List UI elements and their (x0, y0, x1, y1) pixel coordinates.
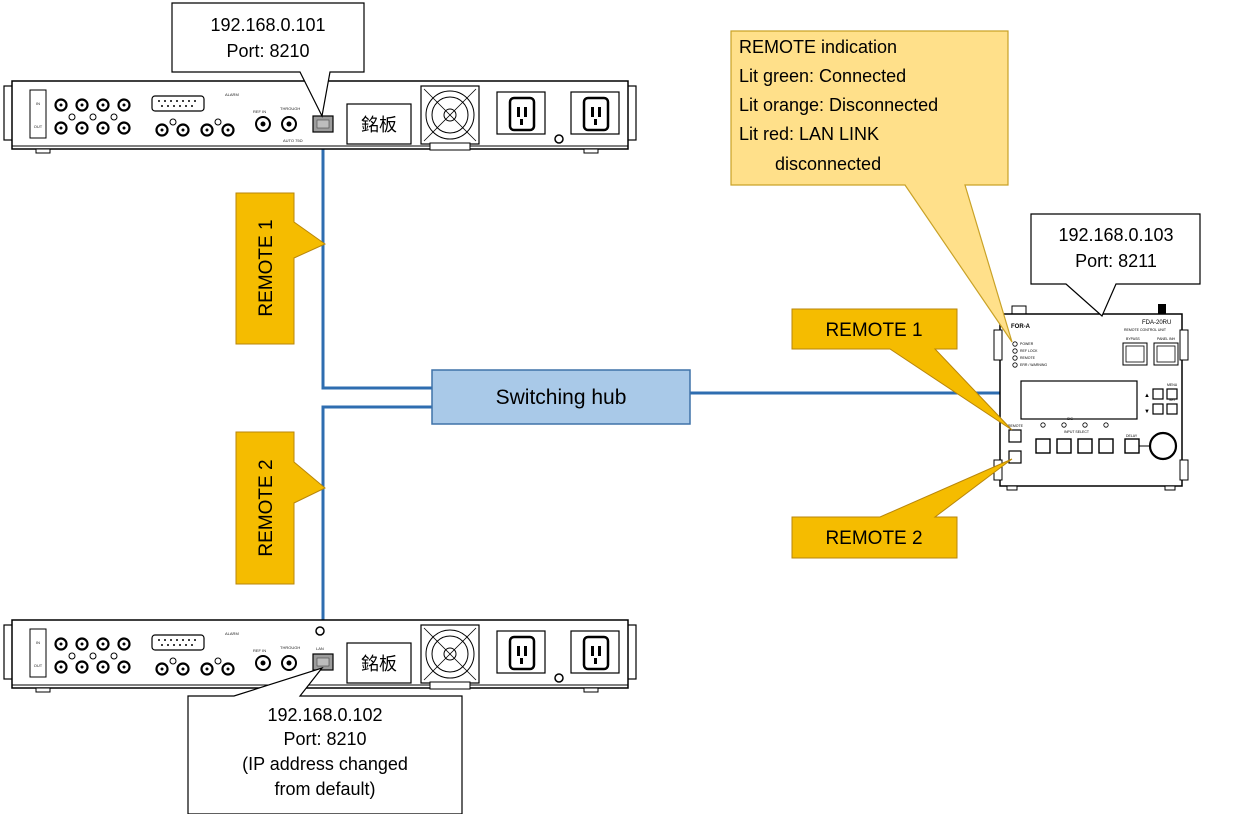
rack-device-1: IN OUT ALARM REF IN THROUGH AU (3, 80, 637, 154)
ground-screw-icon (554, 134, 564, 144)
up-button[interactable] (1152, 388, 1164, 400)
led-power (1012, 341, 1018, 347)
remote-unit-ip: 192.168.0.103 (1058, 225, 1173, 245)
model-label: FDA-20RU (1142, 320, 1171, 326)
svg-text:BYPASS: BYPASS (1126, 337, 1140, 341)
indication-line-2: Lit green: Connected (739, 66, 906, 86)
indication-line-5: disconnected (775, 154, 881, 174)
input-select-1-button[interactable] (1035, 438, 1051, 454)
remote-1-vertical-text: REMOTE 1 (256, 219, 277, 316)
ac-inlet-icon (570, 91, 620, 135)
svg-text:ERR / WARNING: ERR / WARNING (1020, 363, 1047, 367)
svg-text:POWER: POWER (1020, 342, 1034, 346)
svg-text:THROUGH: THROUGH (280, 645, 300, 650)
ip-callout-remote-unit: 192.168.0.103 Port: 8211 (1030, 213, 1201, 317)
svg-text:IN: IN (36, 640, 40, 645)
remote-indication-callout: REMOTE indication Lit green: Connected L… (730, 30, 1013, 343)
svg-text:IN: IN (36, 101, 40, 106)
svg-text:MENU: MENU (1167, 383, 1178, 387)
cable-device1-hub (321, 140, 432, 390)
svg-text:REF IN: REF IN (253, 648, 266, 653)
hub-label: Switching hub (496, 386, 627, 409)
svg-text:ALARM: ALARM (225, 631, 239, 636)
input-select-3-button[interactable] (1077, 438, 1093, 454)
nameplate-text: 銘板 (361, 115, 397, 135)
down-button[interactable] (1152, 403, 1164, 415)
nameplate-device-1 (346, 103, 412, 145)
led-ref-lock (1012, 348, 1018, 354)
svg-text:SIG: SIG (1067, 417, 1073, 421)
svg-text:THROUGH: THROUGH (280, 106, 300, 111)
remote-2-callout: REMOTE 2 (791, 458, 1013, 559)
fan-icon (420, 85, 480, 151)
remote-2-vertical-label: REMOTE 2 (235, 431, 326, 585)
device2-note-line2: from default) (274, 779, 375, 799)
ac-inlet-icon (570, 630, 620, 674)
input-select-4-button[interactable] (1098, 438, 1114, 454)
led-remote (1012, 355, 1018, 361)
indication-line-1: REMOTE indication (739, 37, 897, 57)
remote-1-button[interactable] (1008, 429, 1022, 443)
svg-text:REF LOCK: REF LOCK (1020, 349, 1038, 353)
indication-line-3: Lit orange: Disconnected (739, 95, 938, 115)
device2-ip: 192.168.0.102 (267, 705, 382, 725)
remote-1-callout: REMOTE 1 (791, 308, 1013, 431)
svg-text:OUT: OUT (34, 124, 43, 129)
device2-note-line1: (IP address changed (242, 754, 408, 774)
ground-screw-icon (554, 673, 564, 683)
set-button[interactable] (1166, 403, 1178, 415)
remote-1-callout-text: REMOTE 1 (825, 320, 922, 341)
remote-2-vertical-text: REMOTE 2 (256, 459, 277, 556)
ac-inlet-icon (496, 630, 546, 674)
svg-text:INPUT SELECT: INPUT SELECT (1064, 430, 1090, 434)
display-panel (1020, 380, 1138, 420)
menu-button[interactable] (1166, 388, 1178, 400)
ip-callout-device-1: 192.168.0.101 Port: 8210 (171, 2, 365, 118)
delay-button[interactable] (1124, 438, 1140, 454)
fan-icon (420, 624, 480, 690)
svg-text:PANEL INH: PANEL INH (1157, 337, 1176, 341)
svg-text:SET: SET (1169, 398, 1177, 402)
input-select-2-button[interactable] (1056, 438, 1072, 454)
remote-2-callout-text: REMOTE 2 (825, 528, 922, 549)
indication-line-4: Lit red: LAN LINK (739, 124, 879, 144)
device1-ip: 192.168.0.101 (210, 15, 325, 35)
auto-term-label: AUTO 75Ω (283, 138, 303, 143)
device2-port: Port: 8210 (283, 729, 366, 749)
led-err (1012, 362, 1018, 368)
jog-dial[interactable] (1148, 431, 1178, 461)
remote-1-vertical-label: REMOTE 1 (235, 192, 327, 345)
cables (321, 140, 1000, 620)
subtitle-label: REMOTE CONTROL UNIT (1124, 328, 1167, 332)
svg-text:REF IN: REF IN (253, 109, 266, 114)
brand-logo: FOR-A (1011, 324, 1031, 330)
svg-text:ALARM: ALARM (225, 92, 239, 97)
ip-callout-device-2: 192.168.0.102 Port: 8210 (IP address cha… (187, 666, 463, 814)
nameplate-text: 銘板 (361, 654, 397, 674)
svg-text:▼: ▼ (1144, 409, 1150, 415)
svg-text:OUT: OUT (34, 663, 43, 668)
switching-hub: Switching hub (431, 369, 691, 425)
ac-inlet-icon (496, 91, 546, 135)
remote-2-button[interactable] (1008, 450, 1022, 464)
nameplate-device-2 (346, 642, 412, 684)
svg-text:LAN: LAN (316, 646, 324, 651)
device1-port: Port: 8210 (226, 41, 309, 61)
svg-text:▲: ▲ (1144, 393, 1150, 399)
rack-device-2: IN OUT ALARM REF IN THROUGH LAN (3, 619, 637, 693)
remote-control-unit: FOR-A FDA-20RU REMOTE CONTROL UNIT POWER… (993, 304, 1189, 491)
remote-unit-port: Port: 8211 (1075, 251, 1157, 271)
cable-device2-hub (321, 405, 432, 620)
svg-text:DELAY: DELAY (1126, 434, 1138, 438)
svg-text:REMOTE: REMOTE (1020, 356, 1036, 360)
svg-text:REMOTE: REMOTE (1008, 424, 1024, 428)
